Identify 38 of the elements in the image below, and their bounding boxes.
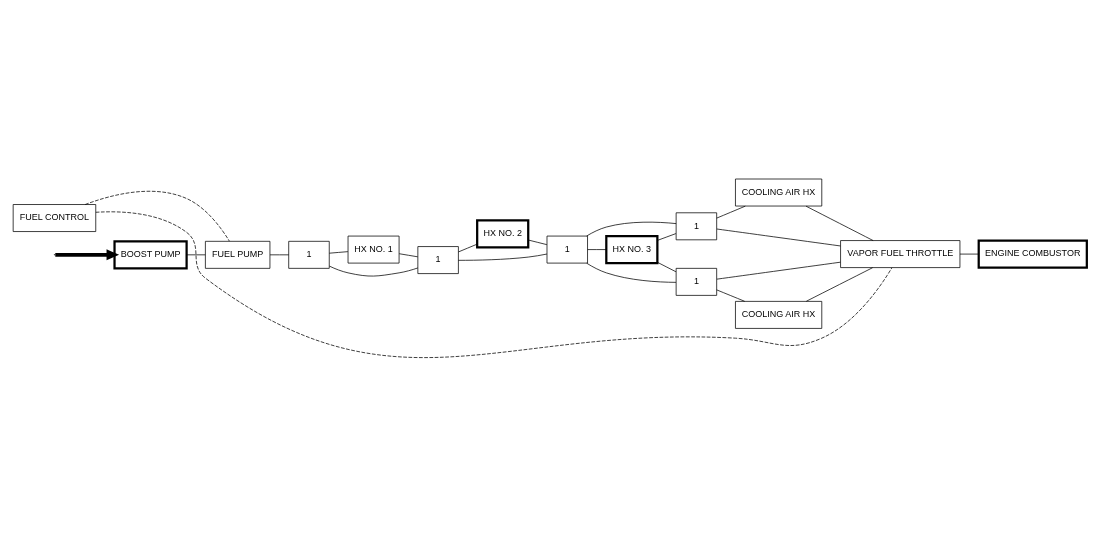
node-box: FUEL PUMP [205, 240, 271, 269]
connector [805, 267, 873, 302]
connector [657, 261, 677, 273]
connector [587, 249, 607, 250]
connector [805, 205, 874, 241]
node-box: HX NO. 2 [476, 219, 530, 249]
connector [458, 243, 478, 253]
connector [586, 221, 677, 237]
connector [716, 228, 841, 247]
node-box: FUEL CONTROL [12, 204, 97, 232]
connector [716, 261, 841, 280]
node-box: ENGINE COMBUSTOR [977, 239, 1088, 269]
connector [328, 251, 349, 254]
connector [95, 211, 893, 358]
node-box: VAPOR FUEL THROTTLE [840, 240, 961, 268]
connector [586, 262, 677, 283]
connector [84, 190, 230, 242]
node-box: 1 [675, 212, 718, 241]
node-box: HX NO. 1 [347, 235, 400, 264]
node-box: 1 [288, 240, 330, 269]
node-box: 1 [546, 235, 588, 264]
node-box: HX NO. 3 [605, 234, 659, 265]
node-box: BOOST PUMP [113, 240, 188, 270]
connector [528, 239, 548, 246]
connector [959, 253, 979, 255]
node-box: COOLING AIR HX [735, 301, 823, 329]
node-box: 1 [417, 246, 459, 274]
node-box: COOLING AIR HX [735, 178, 823, 207]
connector [186, 254, 206, 256]
connector [716, 289, 746, 302]
arrow [55, 249, 120, 261]
connector [269, 254, 290, 256]
connector [458, 253, 548, 261]
connector [716, 205, 746, 219]
connector [398, 253, 419, 258]
connector [329, 265, 419, 277]
connector [657, 233, 677, 241]
node-box: 1 [675, 267, 718, 296]
